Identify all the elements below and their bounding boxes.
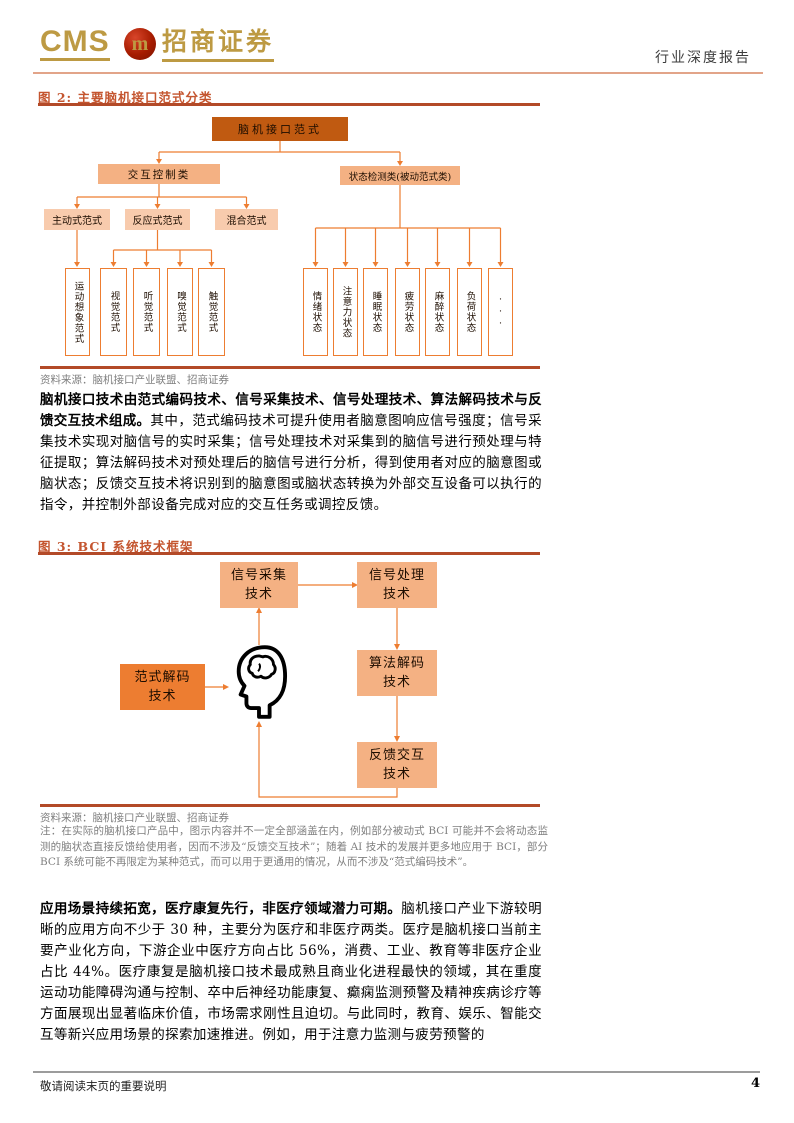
leaf-workload-state: 负荷状态 bbox=[457, 268, 482, 356]
leaf-olfactory-paradigm: 嗅觉范式 bbox=[167, 268, 193, 356]
header-divider bbox=[33, 72, 763, 74]
node-hybrid-paradigm: 混合范式 bbox=[215, 209, 278, 230]
leaf-attention-state: 注意力状态 bbox=[333, 268, 358, 356]
figure2-title-rule bbox=[38, 103, 540, 106]
leaf-ellipsis: ··· bbox=[488, 268, 513, 356]
doc-type-label: 行业深度报告 bbox=[655, 50, 751, 66]
figure3-bottom-rule bbox=[40, 804, 540, 807]
leaf-emotion-state: 情绪状态 bbox=[303, 268, 328, 356]
figure3-title: 图 3: BCI 系统技术框架 bbox=[38, 539, 194, 554]
node-paradigm-decoding: 范式解码 技术 bbox=[120, 664, 205, 710]
figure3-source: 资料来源：脑机接口产业联盟、招商证券 bbox=[40, 812, 229, 824]
cms-logo-mark-icon: m bbox=[124, 28, 156, 60]
node-interactive-control-class: 交互控制类 bbox=[98, 164, 220, 184]
leaf-anesthesia-state: 麻醉状态 bbox=[425, 268, 450, 356]
node-bci-paradigm-root: 脑机接口范式 bbox=[212, 117, 348, 141]
paragraph-bci-tech-lead: 脑机接口技术由范式编码技术、信号采集技术、信号处理技术、算法解码技术与反馈交互技… bbox=[40, 392, 542, 429]
paragraph-bci-tech-body: 其中，范式编码技术可提升使用者脑意图响应信号强度；信号采集技术实现对脑信号的实时… bbox=[40, 413, 543, 513]
figure3-note: 注：在实际的脑机接口产品中，图示内容并不一定全部涵盖在内，例如部分被动式 BCI… bbox=[40, 825, 548, 868]
leaf-auditory-paradigm: 听觉范式 bbox=[133, 268, 160, 356]
leaf-motor-imagery-paradigm: 运动想象范式 bbox=[65, 268, 90, 356]
paragraph-bci-tech: 脑机接口技术由范式编码技术、信号采集技术、信号处理技术、算法解码技术与反馈交互技… bbox=[40, 390, 542, 516]
cms-logo-text: CMS bbox=[40, 26, 110, 61]
page-number: 4 bbox=[750, 1076, 760, 1091]
footer-disclaimer: 敬请阅读末页的重要说明 bbox=[40, 1079, 167, 1093]
node-signal-processing: 信号处理 技术 bbox=[357, 562, 437, 608]
leaf-tactile-paradigm: 触觉范式 bbox=[198, 268, 225, 356]
leaf-fatigue-state: 疲劳状态 bbox=[395, 268, 420, 356]
paragraph-application: 应用场景持续拓宽，医疗康复先行，非医疗领域潜力可期。脑机接口产业下游较明晰的应用… bbox=[40, 899, 542, 1046]
figure2-bottom-rule bbox=[40, 366, 540, 369]
node-reactive-paradigm: 反应式范式 bbox=[125, 209, 190, 230]
footer-divider bbox=[33, 1071, 760, 1073]
node-algorithm-decoding: 算法解码 技术 bbox=[357, 650, 437, 696]
paragraph-application-lead: 应用场景持续拓宽，医疗康复先行，非医疗领域潜力可期。 bbox=[40, 901, 402, 917]
node-state-detection-class: 状态检测类(被动范式类) bbox=[340, 166, 460, 185]
figure2-source: 资料来源：脑机接口产业联盟、招商证券 bbox=[40, 374, 229, 386]
head-brain-icon bbox=[236, 645, 288, 719]
paragraph-application-body: 脑机接口产业下游较明晰的应用方向不少于 30 种，主要分为医疗和非医疗两类。医疗… bbox=[40, 901, 542, 1043]
figure3-title-rule bbox=[38, 552, 540, 555]
node-active-paradigm: 主动式范式 bbox=[44, 209, 110, 230]
node-feedback-interaction: 反馈交互 技术 bbox=[357, 742, 437, 788]
node-signal-acquisition: 信号采集 技术 bbox=[220, 562, 298, 608]
company-name: 招商证券 bbox=[162, 28, 275, 62]
leaf-sleep-state: 睡眠状态 bbox=[363, 268, 388, 356]
figure2-title: 图 2: 主要脑机接口范式分类 bbox=[38, 90, 213, 105]
leaf-visual-paradigm: 视觉范式 bbox=[100, 268, 127, 356]
